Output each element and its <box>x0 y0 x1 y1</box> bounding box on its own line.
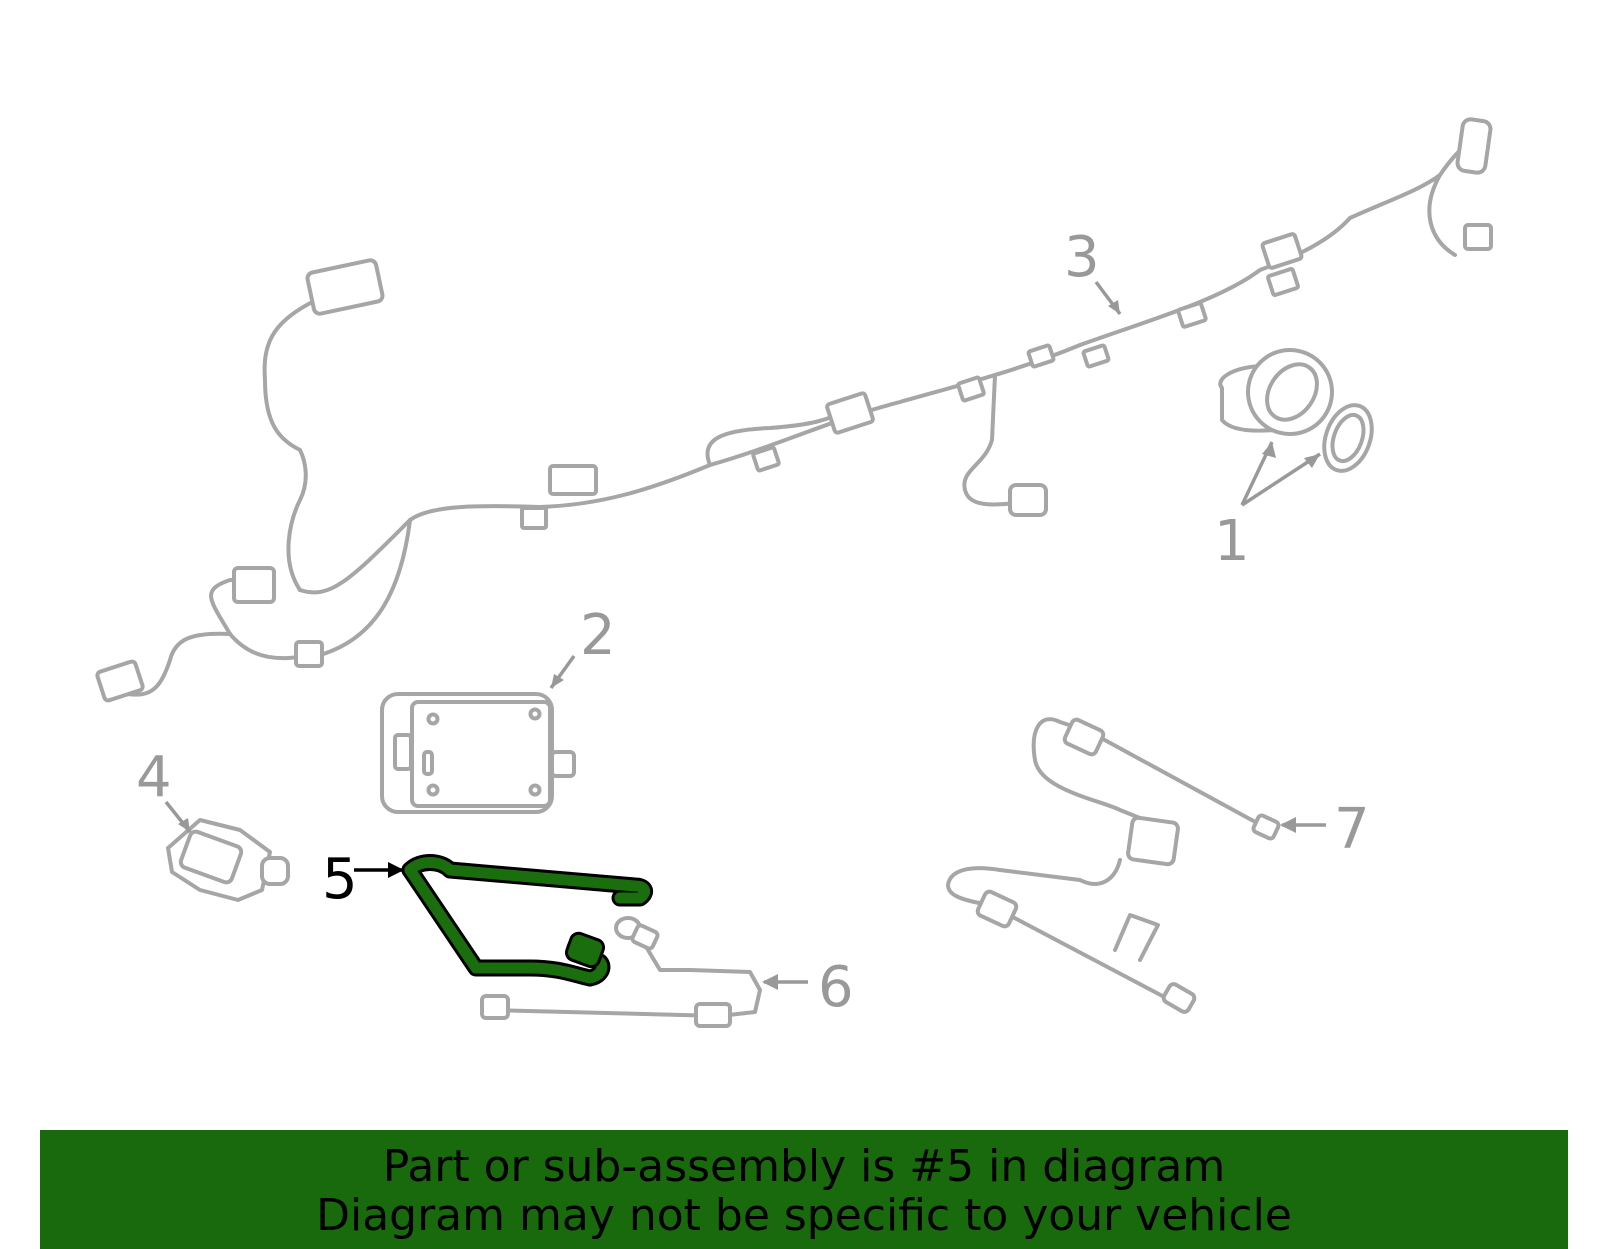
sensor-part-4 <box>166 818 290 902</box>
banner-line-part: Part or sub-assembly is #5 in diagram <box>382 1141 1226 1192</box>
module-part-2 <box>380 692 576 814</box>
callout-label-6: 6 <box>818 955 854 1020</box>
callout-label-7: 7 <box>1334 797 1370 862</box>
harness-part-5 <box>401 854 653 987</box>
banner-line-disclaimer: Diagram may not be specific to your vehi… <box>316 1190 1292 1241</box>
wiring-harness-part-3 <box>95 117 1493 703</box>
harness-part-7 <box>946 717 1281 1014</box>
callout-label-4: 4 <box>136 745 172 810</box>
callout-arrows <box>164 280 1326 990</box>
parts-diagram: 1 2 3 4 5 6 7 <box>95 117 1493 1028</box>
harness-part-6 <box>480 916 762 1028</box>
callout-label-5: 5 <box>322 847 358 912</box>
callout-label-2: 2 <box>580 603 616 668</box>
callout-label-1: 1 <box>1214 509 1250 574</box>
grommet-part-1 <box>1218 348 1374 473</box>
info-banner: Part or sub-assembly is #5 in diagram Di… <box>40 1130 1568 1249</box>
callout-label-3: 3 <box>1064 225 1100 290</box>
